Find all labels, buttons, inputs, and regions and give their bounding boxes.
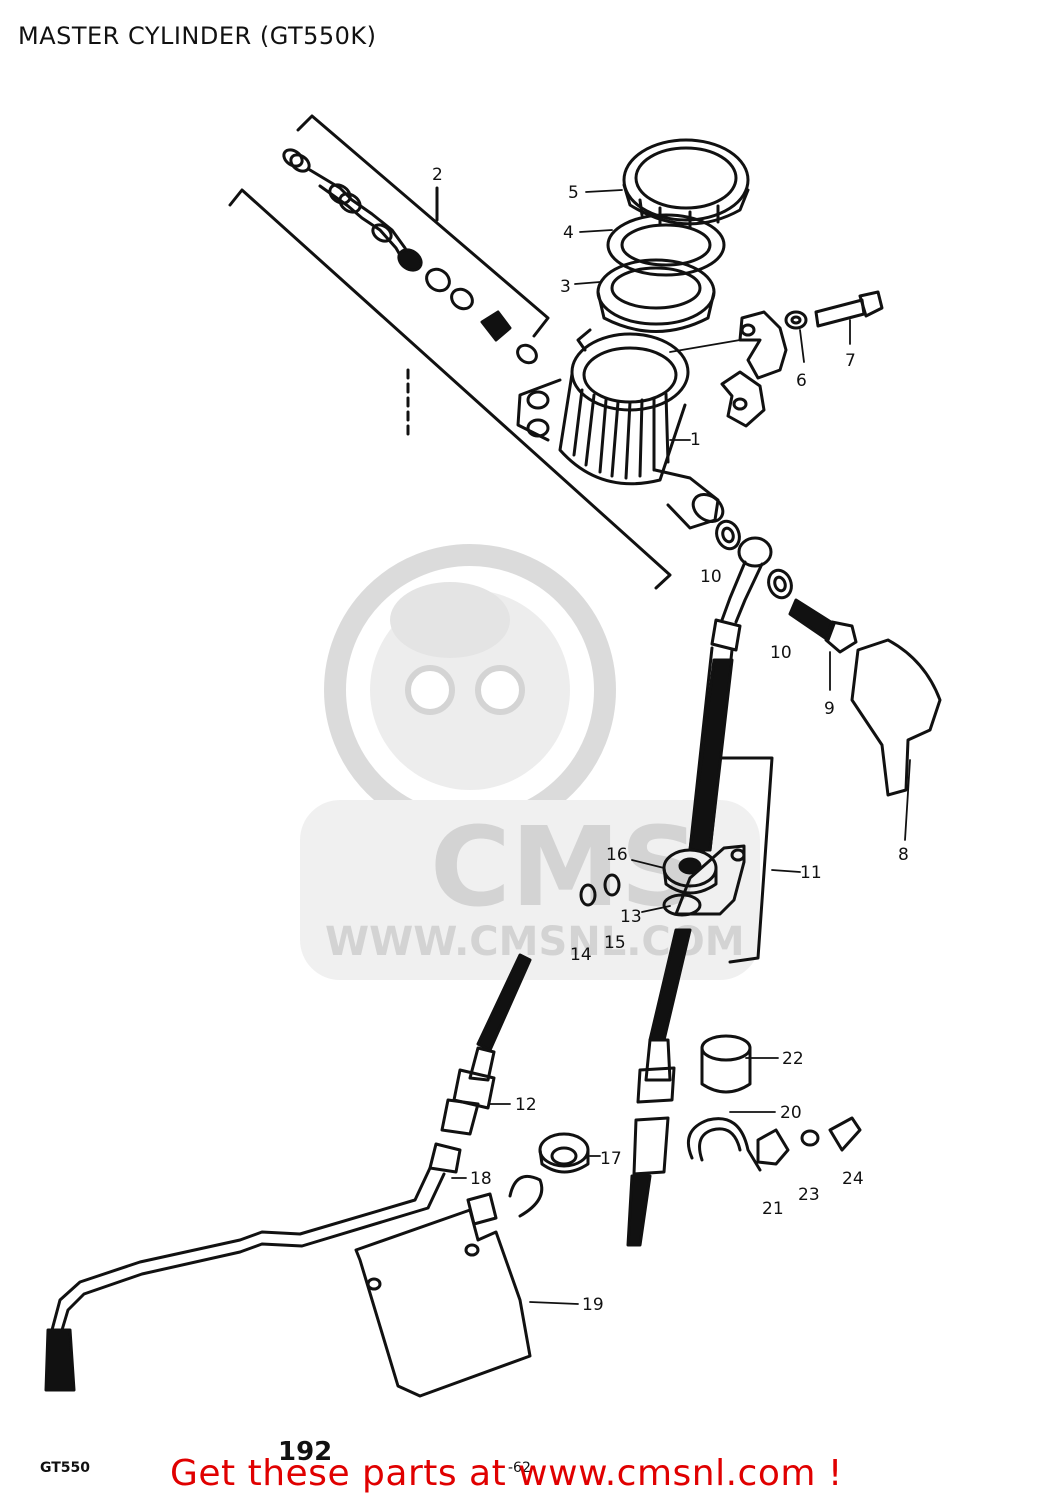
pipe-mounting-bracket [354, 1175, 544, 1398]
callout-3: 3 [560, 277, 571, 297]
clamp-bolt [814, 290, 884, 328]
callout-20: 20 [780, 1103, 802, 1123]
clamp-20 [687, 1117, 762, 1172]
cmsnl-shop-link[interactable]: Get these parts at www.cmsnl.com ! [170, 1453, 843, 1494]
callout-7: 7 [845, 351, 856, 371]
callout-16: 16 [606, 845, 628, 865]
page-number: 192 [278, 1437, 332, 1467]
callout-10a: 10 [700, 567, 722, 587]
callout-labels: 1 2 3 4 5 6 7 8 9 10 10 11 12 13 14 15 1… [432, 165, 909, 1315]
nut-21 [756, 1128, 790, 1166]
brake-hose-upper [688, 536, 773, 852]
callout-9: 9 [824, 699, 835, 719]
callout-4: 4 [563, 223, 574, 243]
grommet-17 [538, 1132, 590, 1174]
clip-14 [579, 883, 597, 907]
model-code: GT550 [40, 1460, 90, 1476]
washer-15 [603, 873, 621, 897]
bracket-master-cylinder-assy [228, 188, 672, 590]
handlebar-clamp [720, 310, 788, 428]
plate [596, 258, 716, 333]
callout-18: 18 [470, 1169, 492, 1189]
callout-24: 24 [842, 1169, 864, 1189]
callout-14: 14 [570, 945, 592, 965]
bracket-piston-kit [296, 114, 550, 338]
reservoir-cap [622, 138, 750, 230]
brake-hose-lower [626, 928, 692, 1247]
watermark-logo: CMS WWW.CMSNL.COM [300, 544, 760, 980]
callout-11: 11 [800, 863, 822, 883]
callout-1: 1 [690, 430, 701, 450]
brake-pipe [44, 953, 532, 1392]
gasket-upper [715, 519, 741, 551]
page-title: MASTER CYLINDER (GT550K) [18, 22, 377, 50]
gasket-lower [767, 568, 793, 600]
callout-17: 17 [600, 1149, 622, 1169]
callout-21: 21 [762, 1199, 784, 1219]
callout-2: 2 [432, 165, 443, 185]
sub-page-number: -62- [508, 1460, 536, 1476]
master-cylinder-body [516, 328, 725, 530]
callout-13: 13 [620, 907, 642, 927]
bolt-24 [828, 1116, 862, 1152]
diaphragm [606, 213, 726, 277]
callout-6: 6 [796, 371, 807, 391]
callout-5: 5 [568, 183, 579, 203]
lever-boot [850, 638, 942, 797]
callout-12: 12 [515, 1095, 537, 1115]
callout-23: 23 [798, 1185, 820, 1205]
banjo-bolt [788, 598, 858, 654]
callout-15: 15 [604, 933, 626, 953]
washer-23 [800, 1129, 820, 1147]
rubber-22 [700, 1034, 752, 1094]
callout-19: 19 [582, 1295, 604, 1315]
bracket-hose-clamp-assy [720, 756, 774, 964]
washer-6 [784, 310, 808, 330]
callout-8: 8 [898, 845, 909, 865]
leader-lines [451, 189, 911, 1305]
callout-22: 22 [782, 1049, 804, 1069]
hose-bracket-plate [662, 844, 746, 917]
callout-10b: 10 [770, 643, 792, 663]
piston-kit [282, 148, 538, 365]
